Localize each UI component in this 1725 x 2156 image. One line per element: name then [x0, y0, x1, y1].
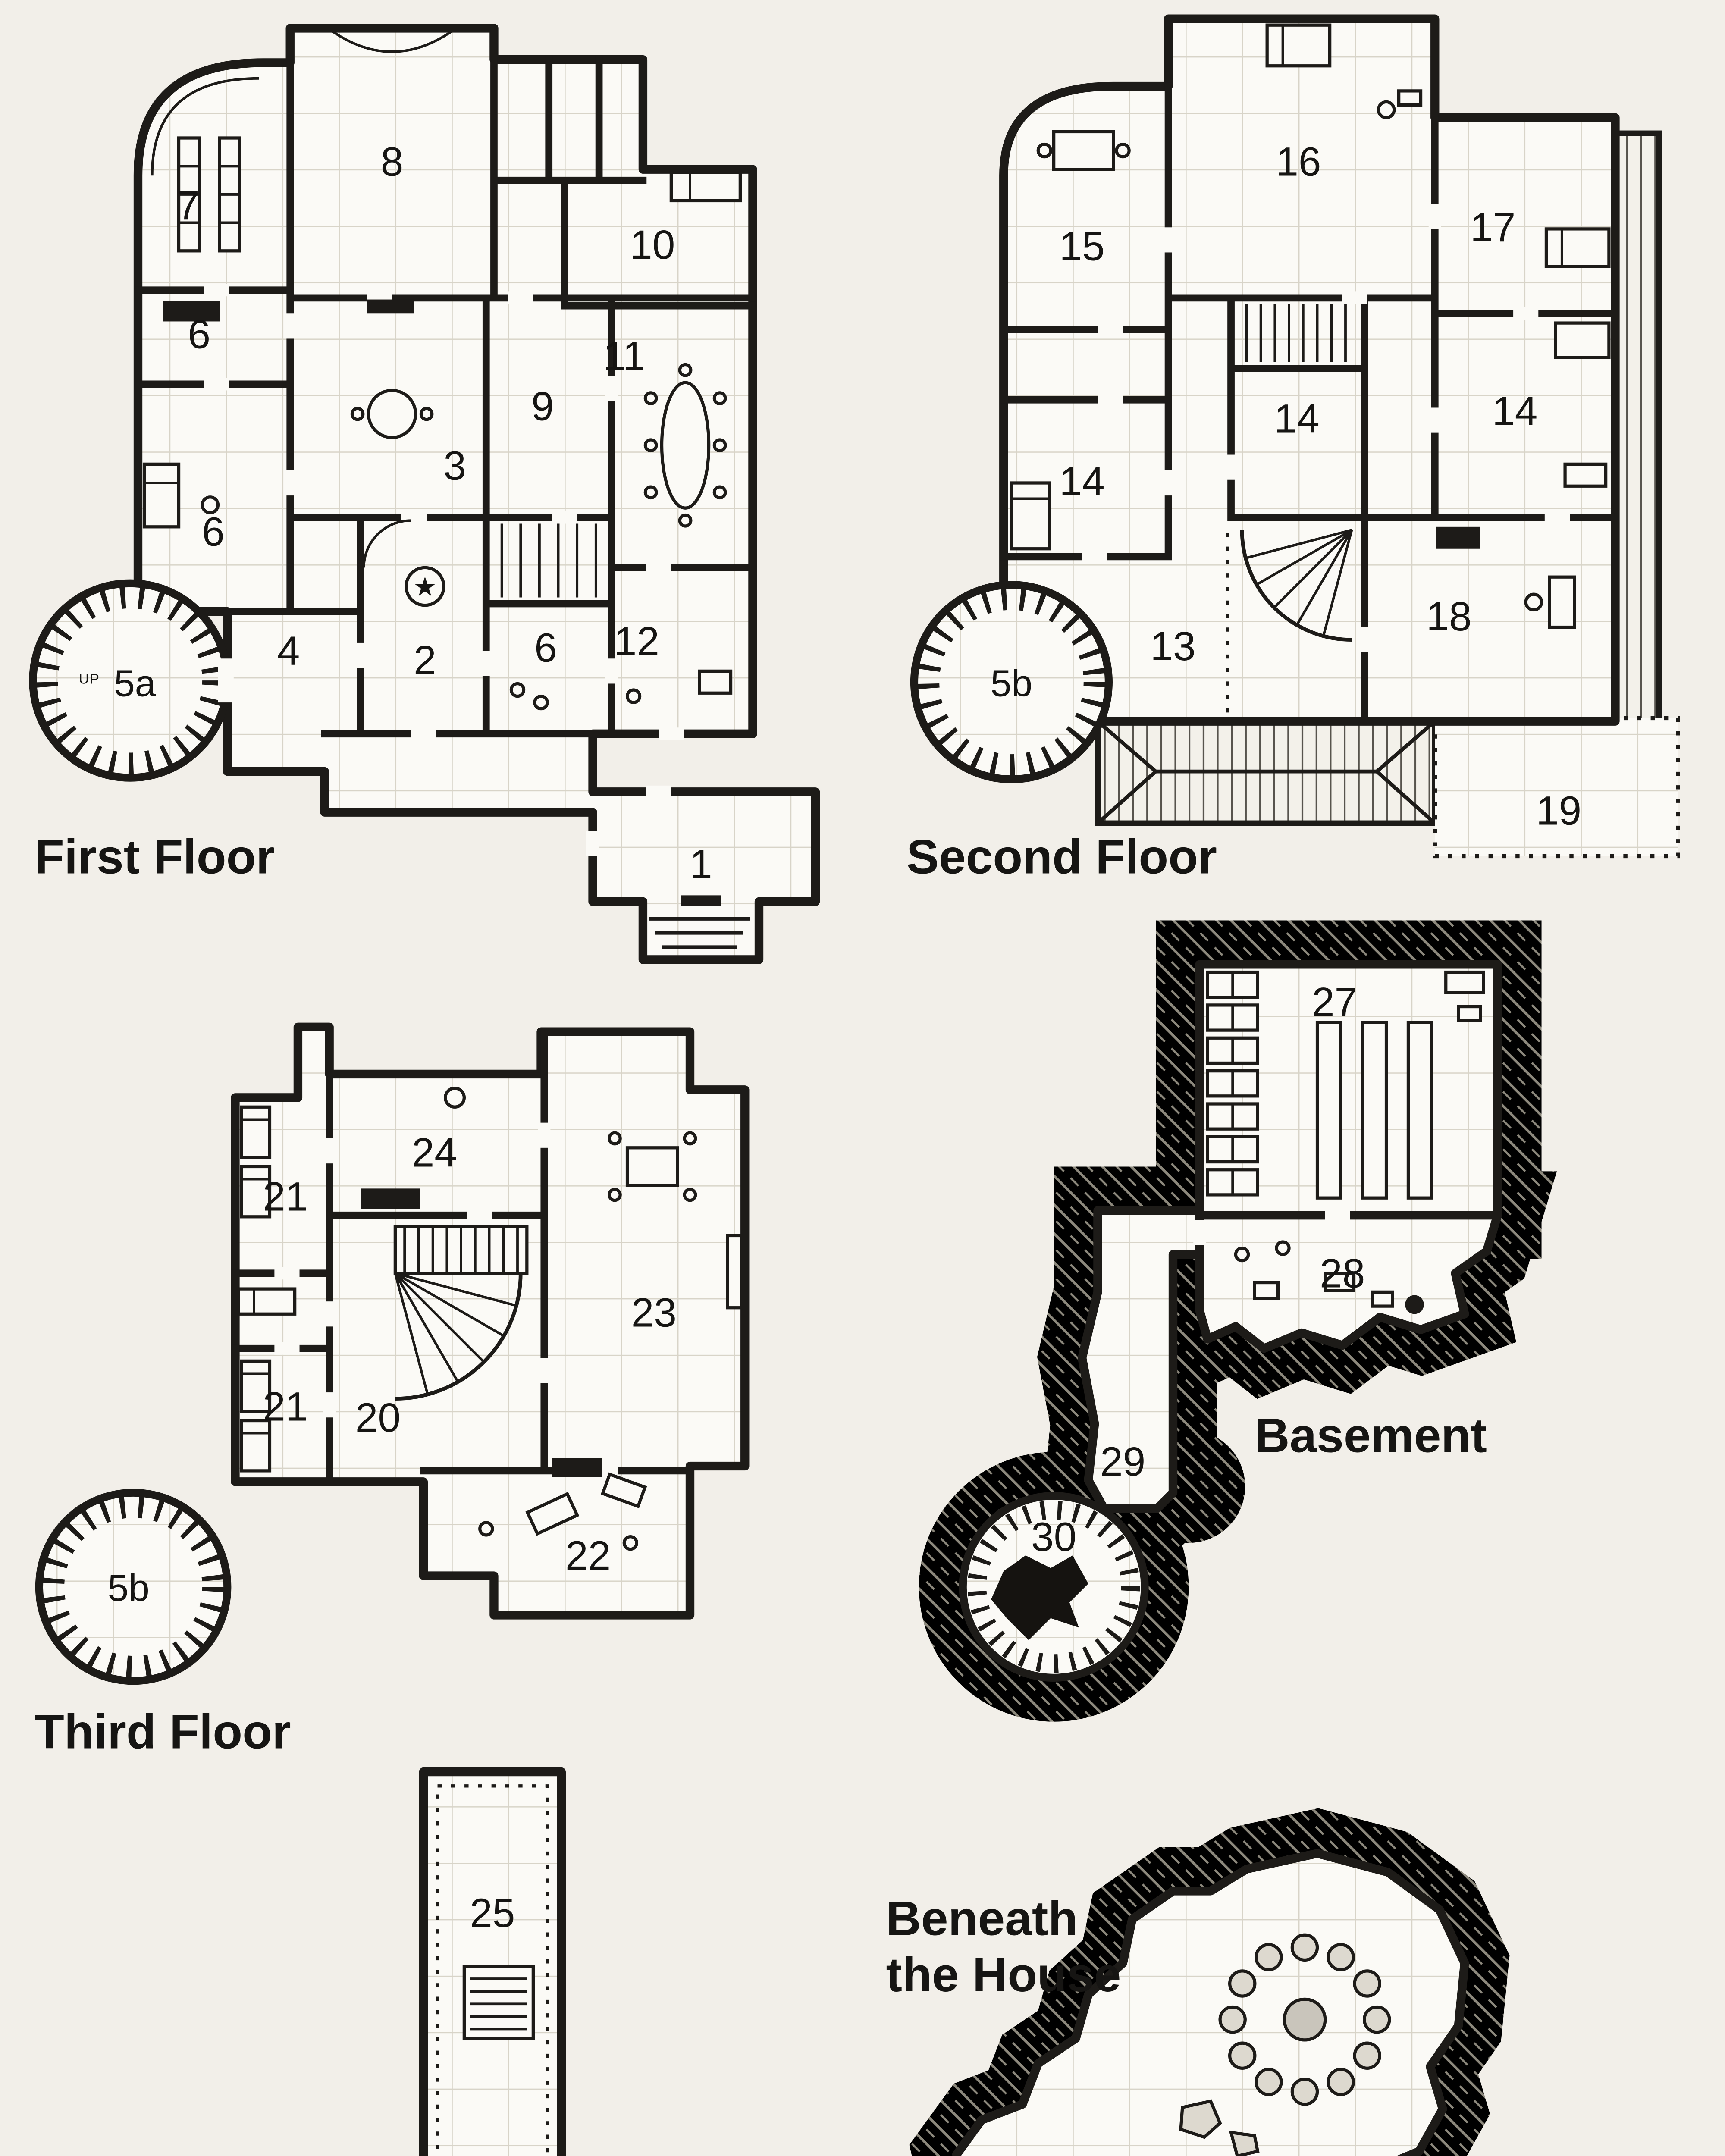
star-marker: ★ [413, 571, 437, 602]
room-label-9: 9 [531, 384, 554, 429]
water-lines [649, 917, 750, 949]
room-label-21b: 21 [263, 1384, 308, 1430]
room-label-6a: 6 [188, 311, 211, 357]
widows-walk-stair [462, 1965, 535, 2040]
room-label-18: 18 [1426, 594, 1471, 639]
room-label-5b-third: 5b [108, 1567, 150, 1609]
room-label-11: 11 [603, 333, 645, 379]
second-floor-furniture [1010, 23, 1611, 629]
dock-door [681, 895, 721, 906]
deck-19 [1433, 716, 1680, 859]
first-floor-plan: UP 8 7 6 6 6 10 11 9 3 2 4 12 1 5a ★ Fir… [29, 24, 820, 964]
room-label-2: 2 [414, 638, 436, 683]
widows-walk-railing [436, 1784, 549, 2156]
tower-5a-up-label: UP [79, 671, 100, 686]
beneath-the-house-plan: 31 Beneath the House [886, 1808, 1510, 2156]
tower-5b-second [910, 581, 1113, 783]
room-label-13: 13 [1150, 624, 1195, 669]
room-label-20: 20 [355, 1395, 401, 1441]
tower-5a: UP [29, 579, 234, 782]
second-floor-plan: 15 16 17 14 14 14 13 18 19 5b Second Flo… [906, 14, 1680, 884]
second-floor-stairs [1226, 304, 1353, 718]
room-label-14b: 14 [1492, 388, 1537, 434]
room-label-25: 25 [470, 1890, 515, 1936]
room-29-walls [1077, 1206, 1204, 1513]
room-label-6c: 6 [534, 625, 557, 671]
room-label-14a: 14 [1274, 396, 1320, 442]
second-floor-title: Second Floor [906, 829, 1217, 884]
room-label-14c: 14 [1060, 459, 1105, 505]
room-label-16: 16 [1276, 139, 1321, 185]
beneath-title-line1: Beneath [886, 1891, 1078, 1945]
first-floor-title: First Floor [34, 829, 275, 884]
room-label-22: 22 [565, 1533, 611, 1579]
second-floor-side-roof [1612, 130, 1662, 724]
room-label-15: 15 [1060, 224, 1105, 270]
third-floor-door-gaps [274, 1122, 618, 1488]
room-label-23: 23 [631, 1290, 677, 1335]
second-floor-lower-roof [1095, 718, 1438, 826]
basement-door-gaps [1193, 1209, 1350, 1245]
beneath-title-line2: the House [886, 1947, 1121, 2002]
tower-5b-third [35, 1489, 232, 1685]
basement-furniture [1206, 970, 1485, 1314]
room-label-6b: 6 [202, 509, 225, 555]
room-label-5b-second: 5b [991, 663, 1032, 705]
boulders [1179, 2099, 1260, 2156]
room-label-17: 17 [1470, 205, 1515, 251]
room-label-5a: 5a [114, 663, 156, 705]
basement-title: Basement [1255, 1408, 1487, 1462]
second-floor-door-gaps [1082, 204, 1570, 652]
third-floor-stairs [393, 1225, 529, 1401]
first-floor-stairs [362, 519, 597, 598]
widows-walk-plan: 25 Widow's Walk 26 [419, 1767, 566, 2156]
third-floor-furniture [237, 1087, 743, 1551]
room-label-3: 3 [443, 443, 466, 489]
tower-30 [959, 1492, 1149, 1682]
room-label-28: 28 [1320, 1250, 1365, 1296]
third-floor-title: Third Floor [34, 1705, 291, 1759]
room-label-4: 4 [277, 628, 300, 674]
room-label-29: 29 [1100, 1439, 1145, 1485]
room-label-30: 30 [1031, 1514, 1076, 1560]
room-label-19: 19 [1536, 788, 1581, 834]
basement-plan: 27 28 29 30 Basement [919, 920, 1557, 1722]
first-floor-building-outline [133, 24, 820, 964]
first-floor-furniture [142, 30, 742, 711]
widows-walk-deck [419, 1767, 566, 2156]
room-label-1: 1 [690, 841, 712, 887]
room-label-7: 7 [177, 183, 200, 229]
room-label-27: 27 [1312, 979, 1357, 1025]
pit [991, 1555, 1088, 1640]
room-label-12: 12 [614, 619, 659, 664]
room-label-10: 10 [630, 222, 675, 268]
third-floor-plan: 24 21 21 23 20 22 5b Third Floor [34, 1022, 750, 1759]
room-label-21a: 21 [263, 1174, 308, 1219]
room-label-8: 8 [381, 139, 404, 185]
room-label-24: 24 [412, 1130, 457, 1175]
stone-circle-large [1218, 1933, 1391, 2106]
